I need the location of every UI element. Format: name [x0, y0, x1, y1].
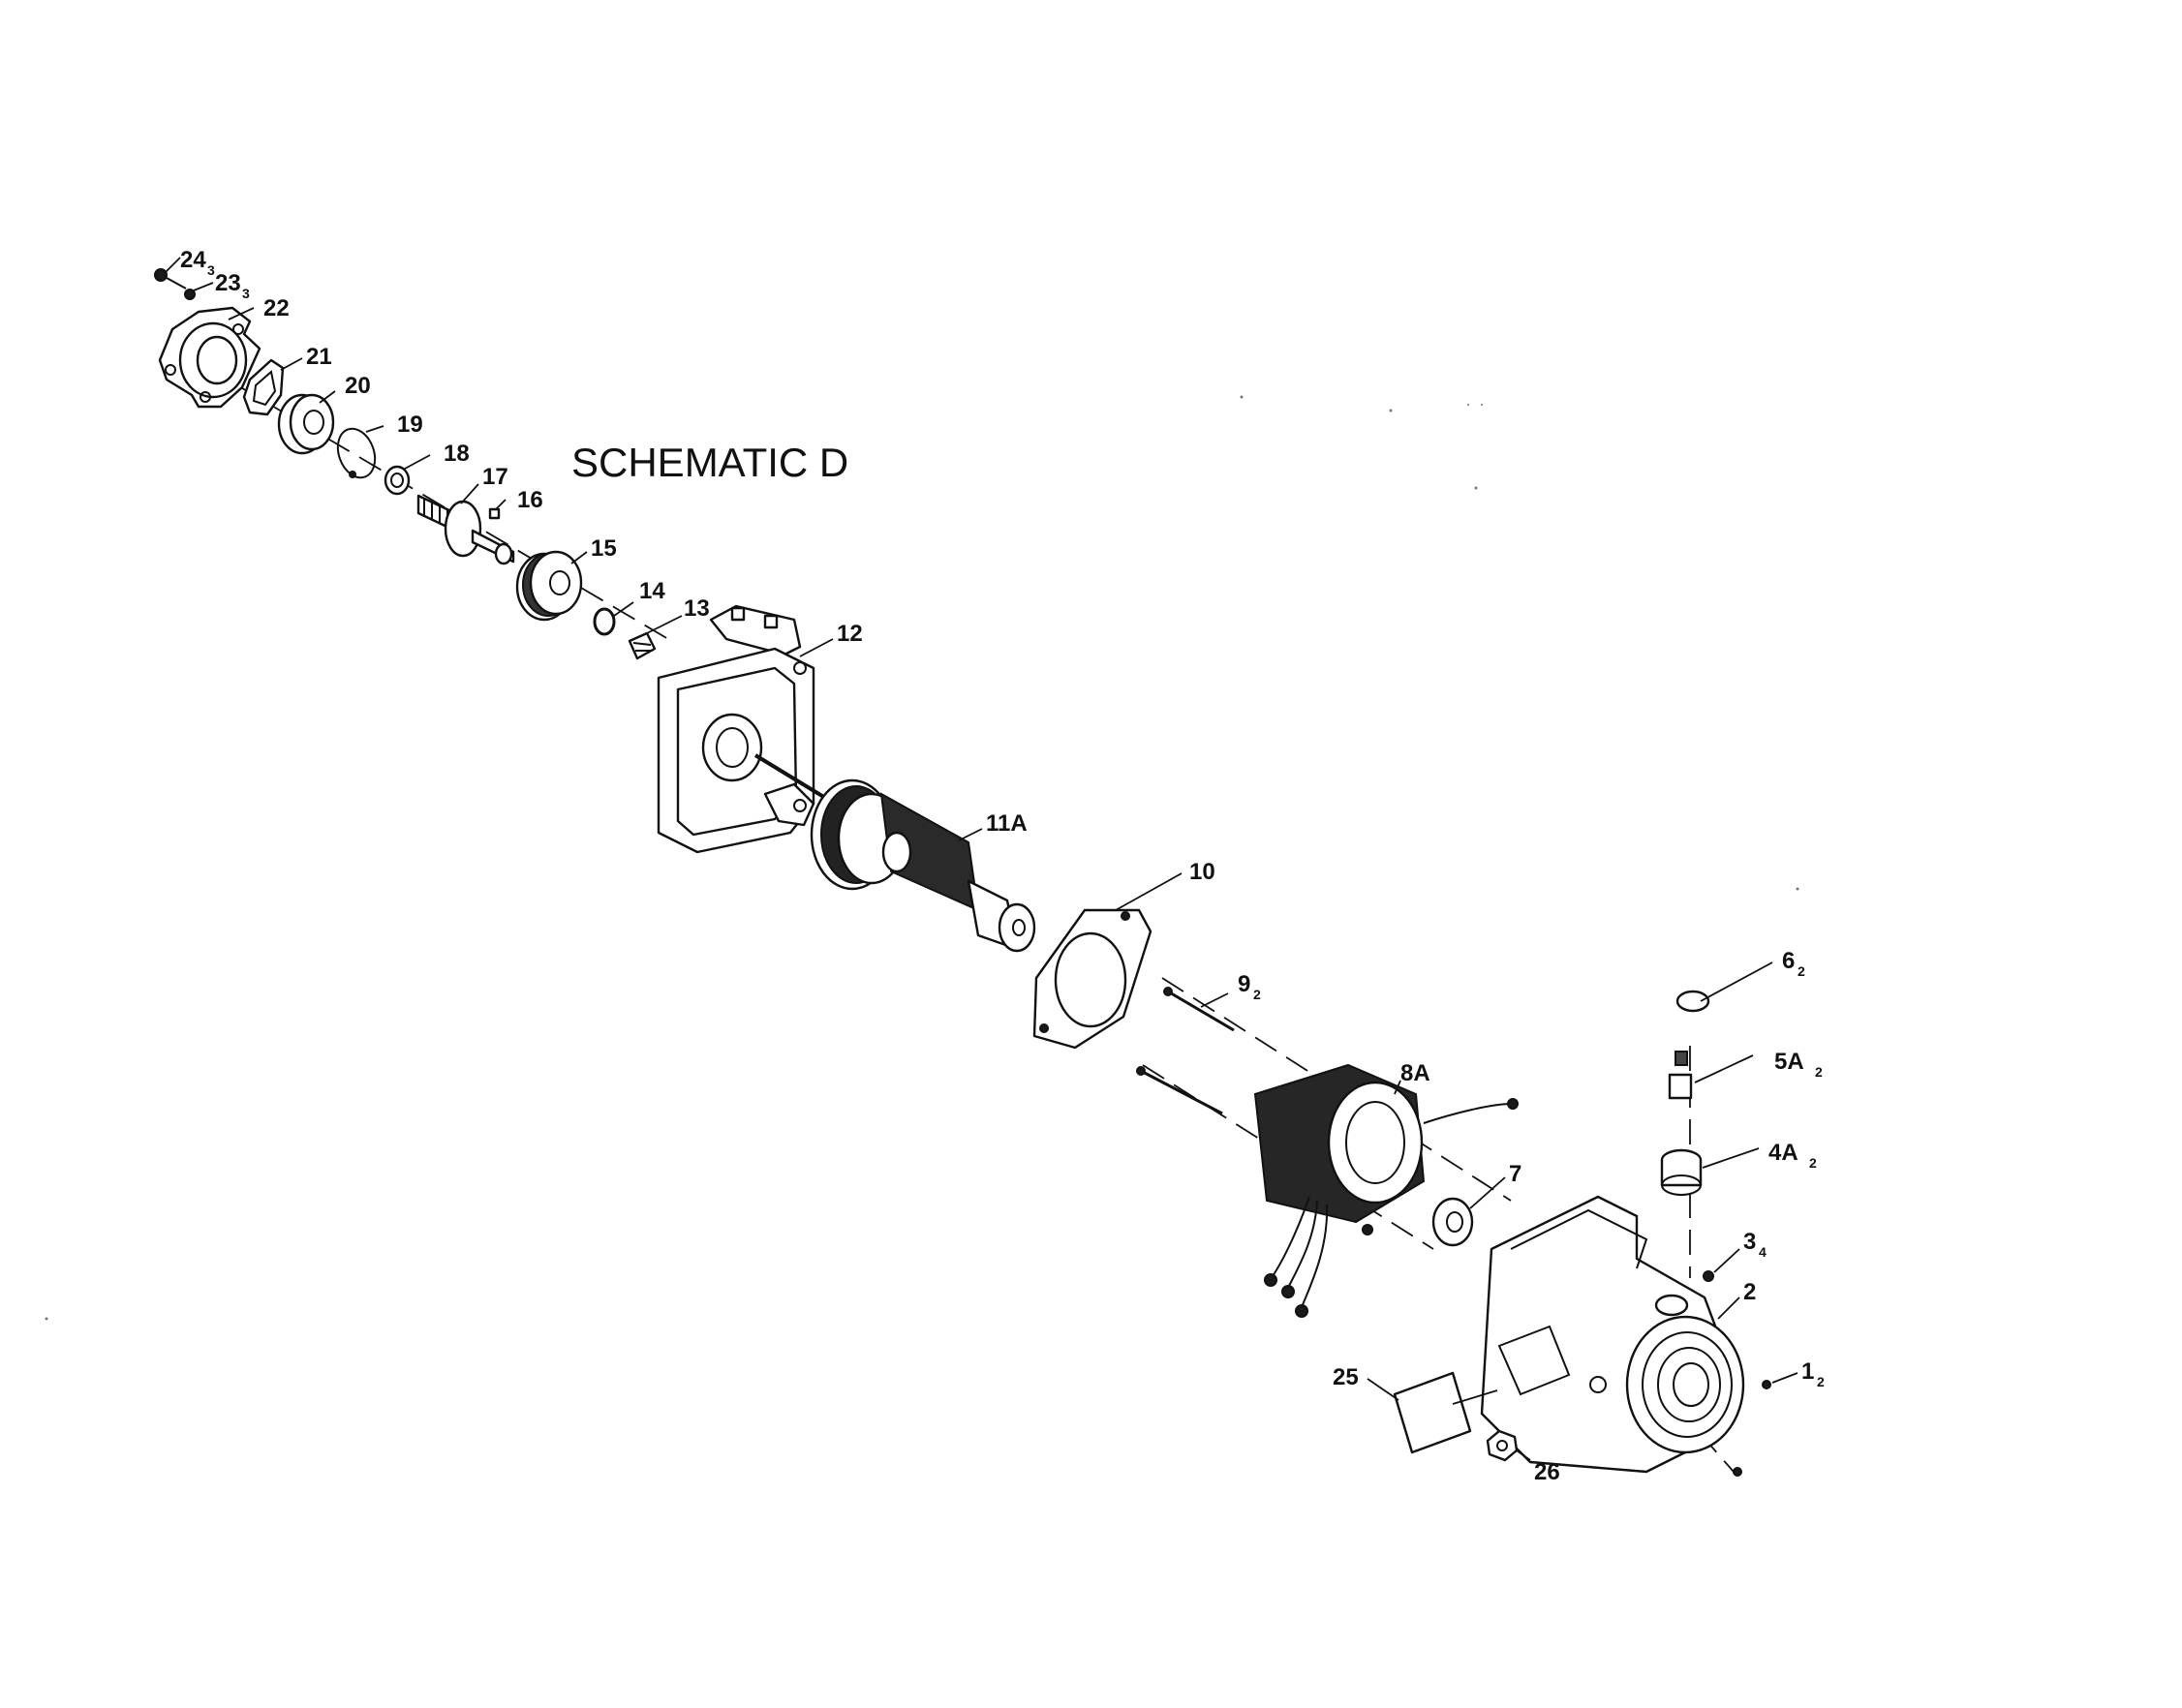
part-8a-field-stator	[1253, 1063, 1519, 1318]
label-3-sub: 4	[1759, 1244, 1767, 1260]
part-18-ring	[384, 465, 411, 496]
label-20: 20	[345, 373, 371, 399]
part-23-washer	[184, 289, 196, 300]
label-26: 26	[1534, 1459, 1560, 1485]
part-16-key	[488, 507, 501, 520]
label-9: 9	[1238, 971, 1250, 997]
label-1-sub: 2	[1817, 1374, 1825, 1389]
part-12-gear-housing	[657, 604, 815, 854]
label-19: 19	[397, 412, 423, 438]
part-15-gear	[515, 550, 583, 622]
label-15: 15	[591, 535, 617, 562]
label-9-sub: 2	[1253, 987, 1261, 1002]
label-4a: 4A	[1768, 1140, 1798, 1166]
part-24-screw	[154, 268, 187, 290]
label-22: 22	[263, 295, 290, 321]
part-22-end-cover	[158, 306, 261, 409]
part-25-label-plate	[1393, 1371, 1472, 1454]
label-13: 13	[684, 595, 710, 622]
part-2-motor-housing	[1480, 1195, 1745, 1474]
leader-lines	[164, 257, 1798, 1461]
part-5a-brush	[1668, 1051, 1693, 1100]
label-24-sub: 3	[207, 262, 215, 278]
part-14-ring	[593, 607, 616, 636]
label-10: 10	[1189, 859, 1215, 885]
label-12: 12	[837, 621, 863, 647]
part-3-screw	[1703, 1270, 1714, 1282]
label-8a: 8A	[1400, 1060, 1430, 1086]
label-6: 6	[1782, 948, 1795, 974]
part-6-cap	[1675, 990, 1710, 1013]
part-20-bearing	[277, 393, 335, 455]
part-1-screw	[1733, 1380, 1771, 1477]
schematic-title: SCHEMATIC D	[571, 440, 848, 485]
label-17: 17	[482, 464, 508, 490]
label-5a: 5A	[1774, 1049, 1804, 1075]
label-24: 24	[180, 247, 206, 273]
label-23: 23	[215, 270, 241, 296]
part-11a-armature	[753, 753, 1036, 953]
label-14: 14	[639, 578, 665, 604]
part-10-brush-plate	[1032, 908, 1152, 1050]
part-labels: 24 3 23 3 22 21 20 19 18 17 16 15 14 13 …	[180, 247, 1825, 1485]
part-9-through-bolts	[1136, 987, 1235, 1115]
label-4a-sub: 2	[1809, 1155, 1817, 1171]
part-21-gasket	[242, 358, 285, 416]
part-7-bearing	[1431, 1197, 1474, 1247]
label-18: 18	[444, 441, 470, 467]
label-25: 25	[1333, 1364, 1359, 1390]
label-2: 2	[1743, 1279, 1756, 1305]
label-1: 1	[1801, 1358, 1814, 1385]
label-6-sub: 2	[1798, 963, 1805, 979]
label-11a: 11A	[986, 810, 1028, 837]
part-4a-brush-holder	[1660, 1148, 1703, 1196]
label-23-sub: 3	[242, 286, 250, 301]
scan-specks	[45, 395, 1799, 1321]
part-19-retaining-ring	[336, 427, 377, 479]
label-16: 16	[517, 487, 543, 513]
part-26-nut	[1486, 1429, 1519, 1462]
label-3: 3	[1743, 1229, 1756, 1255]
part-13-bushing	[628, 631, 657, 660]
label-21: 21	[306, 344, 332, 370]
label-7: 7	[1509, 1161, 1521, 1187]
label-5a-sub: 2	[1815, 1064, 1823, 1080]
